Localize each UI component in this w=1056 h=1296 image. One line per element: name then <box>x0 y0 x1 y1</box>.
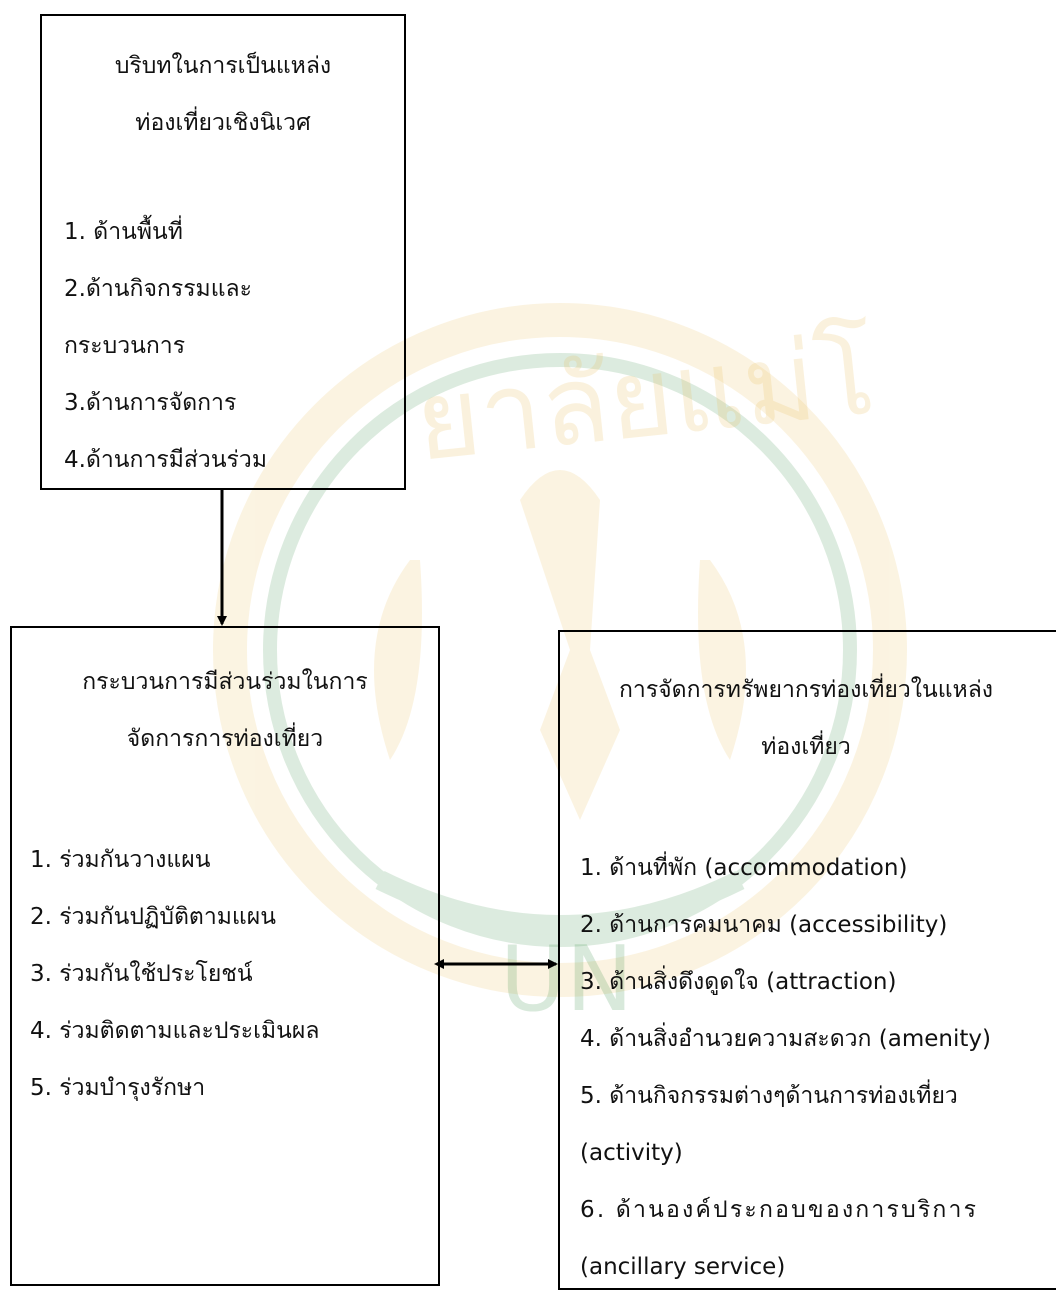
resource-item: 1. ด้านที่พัก (accommodation) <box>580 855 908 881</box>
context-box-title-line1: บริบทในการเป็นแหล่ง <box>114 53 332 79</box>
resource-box-title-line2: ท่องเที่ยว <box>761 734 851 760</box>
resource-box: การจัดการทรัพยากรท่องเที่ยวในแหล่ง ท่องเ… <box>558 630 1056 1290</box>
process-item: 2. ร่วมกันปฏิบัติตามแผน <box>30 904 276 930</box>
process-box-title-line1: กระบวนการมีส่วนร่วมในการ <box>82 669 368 695</box>
resource-item: (ancillary service) <box>580 1254 786 1280</box>
process-item: 3. ร่วมกันใช้ประโยชน์ <box>30 961 253 987</box>
context-item: 3.ด้านการจัดการ <box>64 390 237 416</box>
process-item: 1. ร่วมกันวางแผน <box>30 847 211 873</box>
process-box: กระบวนการมีส่วนร่วมในการ จัดการการท่องเท… <box>10 626 440 1286</box>
resource-item: 4. ด้านสิ่งอำนวยความสะดวก (amenity) <box>580 1026 991 1052</box>
context-box-title-line2: ท่องเที่ยวเชิงนิเวศ <box>135 110 311 136</box>
context-item: 1. ด้านพื้นที่ <box>64 219 183 245</box>
resource-item: 5. ด้านกิจกรรมต่างๆด้านการท่องเที่ยว <box>580 1083 958 1109</box>
resource-item: 6. ด้านองค์ประกอบของการบริการ <box>580 1197 979 1223</box>
resource-box-title-line1: การจัดการทรัพยากรท่องเที่ยวในแหล่ง <box>618 677 994 703</box>
context-item: 2.ด้านกิจกรรมและ <box>64 276 252 302</box>
process-item: 5. ร่วมบำรุงรักษา <box>30 1075 206 1101</box>
context-item: 4.ด้านการมีส่วนร่วม <box>64 447 267 473</box>
process-box-title-line2: จัดการการท่องเที่ยว <box>126 726 324 752</box>
resource-item: (activity) <box>580 1140 683 1166</box>
resource-item: 2. ด้านการคมนาคม (accessibility) <box>580 912 948 938</box>
resource-item: 3. ด้านสิ่งดึงดูดใจ (attraction) <box>580 969 897 995</box>
process-item: 4. ร่วมติดตามและประเมินผล <box>30 1018 320 1044</box>
context-box: บริบทในการเป็นแหล่ง ท่องเที่ยวเชิงนิเวศ … <box>40 14 406 490</box>
context-item: กระบวนการ <box>64 333 186 359</box>
